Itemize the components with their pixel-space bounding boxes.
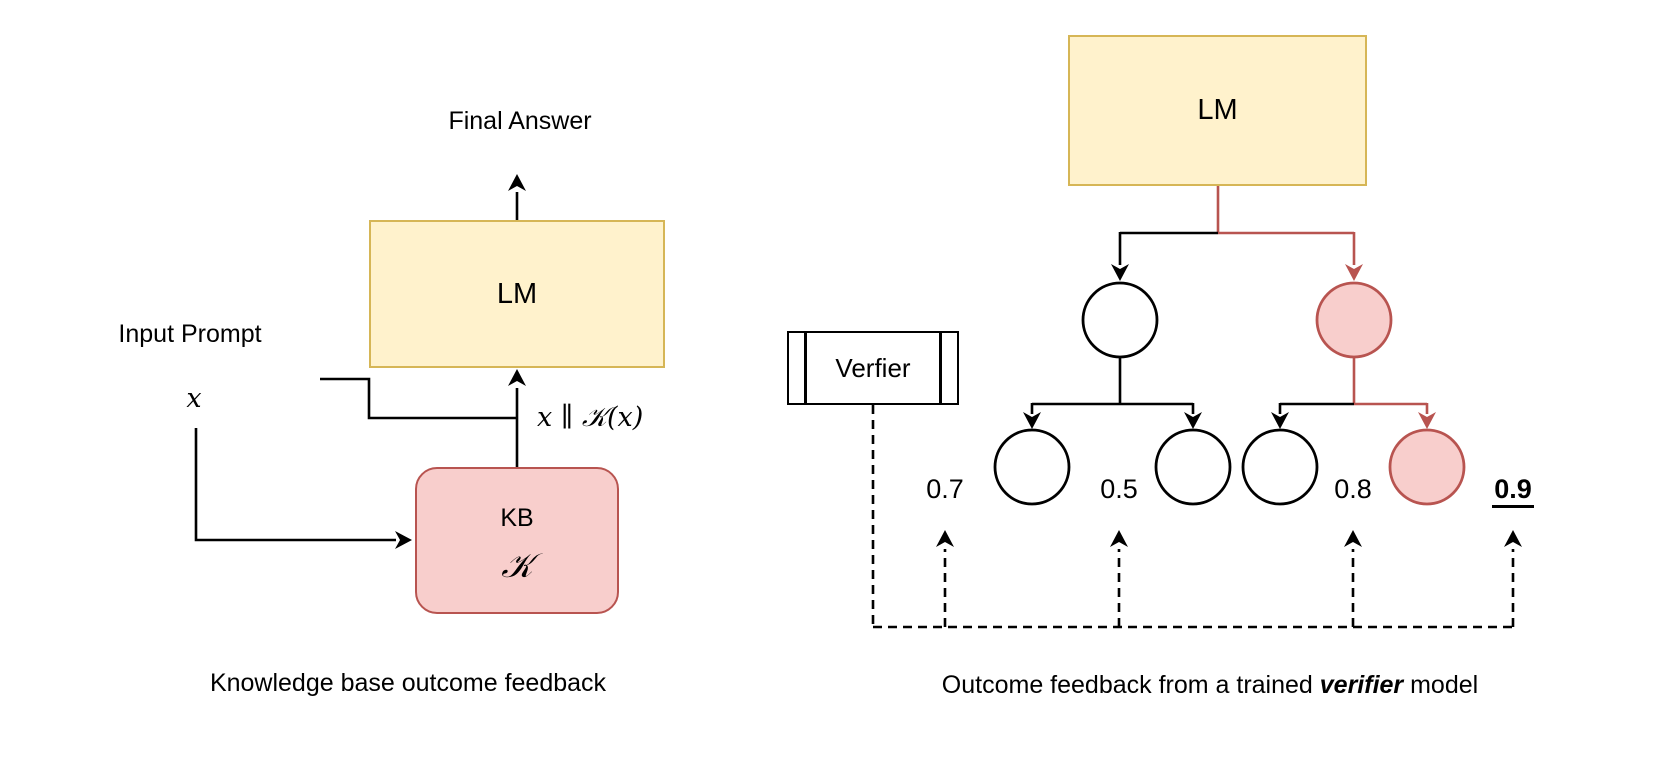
score-value: 0.9 <box>1492 474 1534 508</box>
kb-box-label: KB <box>500 504 534 532</box>
kb-script-k-symbol: 𝒦 <box>501 546 533 586</box>
tree-node-leaf-3 <box>1241 428 1319 506</box>
score-label-0-8: 0.8 <box>1308 474 1398 505</box>
tree-left-subtree-branches <box>1023 357 1202 429</box>
verifier-box-label: Verfier <box>835 352 911 383</box>
caption-right-suffix: model <box>1403 671 1479 699</box>
lm-box-left: LM <box>369 220 665 368</box>
arrow-lm-to-final-answer <box>508 174 526 220</box>
tree-node-leaf-2 <box>1154 428 1232 506</box>
final-answer-label: Final Answer <box>448 107 592 135</box>
score-label-0-9-best: 0.9 <box>1468 474 1558 508</box>
score-label-0-5: 0.5 <box>1074 474 1164 505</box>
lm-box-right-label: LM <box>1197 94 1238 126</box>
input-prompt-label: Input Prompt <box>118 320 262 348</box>
tree-node-leaf-4 <box>1388 428 1466 506</box>
tree-node-leaf-1 <box>993 428 1071 506</box>
tree-node-level1-right <box>1315 281 1393 359</box>
arrow-x-to-kb <box>194 428 412 549</box>
tree-right-subtree-branches <box>1271 357 1436 429</box>
arrow-kb-to-lm <box>508 369 526 467</box>
score-value: 0.7 <box>926 474 964 504</box>
kb-box: KB 𝒦 <box>415 467 619 614</box>
caption-right-prefix: Outcome feedback from a trained <box>941 671 1320 699</box>
caption-right: Outcome feedback from a trained verifier… <box>850 671 1570 700</box>
verifier-box-left-bar <box>804 333 807 403</box>
x-variable-label: x <box>186 383 202 414</box>
caption-left: Knowledge base outcome feedback <box>209 669 607 697</box>
concat-expression-label: x ∥ 𝒦(x) <box>537 402 644 433</box>
verifier-feedback-dashed-path <box>871 405 1522 629</box>
score-value: 0.5 <box>1100 474 1138 504</box>
score-value: 0.8 <box>1334 474 1372 504</box>
caption-right-emphasis: verifier <box>1319 671 1404 699</box>
lm-box-right: LM <box>1068 35 1367 186</box>
verifier-box: Verfier <box>787 331 959 405</box>
tree-level1-branches <box>1111 186 1363 281</box>
connector-input-prompt-step <box>320 377 517 420</box>
verifier-box-right-bar <box>939 333 942 403</box>
score-label-0-7: 0.7 <box>900 474 990 505</box>
tree-node-level1-left <box>1081 281 1159 359</box>
lm-box-left-label: LM <box>496 277 538 310</box>
